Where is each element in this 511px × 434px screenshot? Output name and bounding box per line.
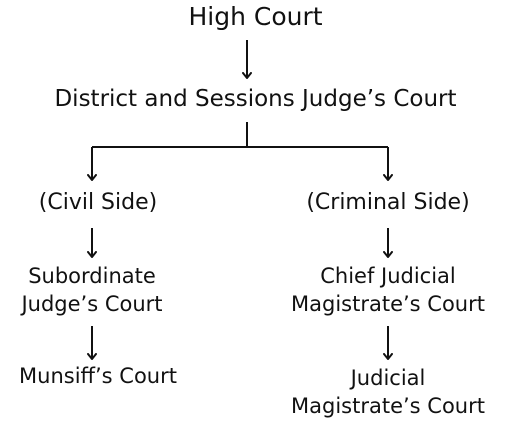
subordinate-judge-court-line1: Subordinate bbox=[28, 264, 156, 288]
subordinate-judge-court-line2: Judge’s Court bbox=[21, 292, 163, 316]
munsiff-court-label: Munsiff’s Court bbox=[19, 364, 177, 388]
subordinate-judge-court-node: Subordinate Judge’s Court bbox=[0, 262, 184, 318]
chief-judicial-magistrate-line2: Magistrate’s Court bbox=[291, 292, 485, 316]
judicial-magistrate-line1: Judicial bbox=[350, 366, 426, 390]
high-court-label: High Court bbox=[188, 2, 323, 31]
district-sessions-court-label: District and Sessions Judge’s Court bbox=[54, 86, 457, 112]
judicial-magistrate-court-node: Judicial Magistrate’s Court bbox=[280, 364, 496, 420]
criminal-side-node: (Criminal Side) bbox=[276, 190, 500, 216]
criminal-side-label: (Criminal Side) bbox=[306, 190, 470, 215]
chief-judicial-magistrate-court-node: Chief Judicial Magistrate’s Court bbox=[280, 262, 496, 318]
munsiff-court-node: Munsiff’s Court bbox=[0, 364, 196, 389]
high-court-node: High Court bbox=[0, 2, 511, 32]
civil-side-label: (Civil Side) bbox=[38, 190, 158, 215]
civil-side-node: (Civil Side) bbox=[0, 190, 196, 216]
district-sessions-court-node: District and Sessions Judge’s Court bbox=[0, 86, 511, 114]
chief-judicial-magistrate-line1: Chief Judicial bbox=[320, 264, 456, 288]
judicial-magistrate-line2: Magistrate’s Court bbox=[291, 394, 485, 418]
